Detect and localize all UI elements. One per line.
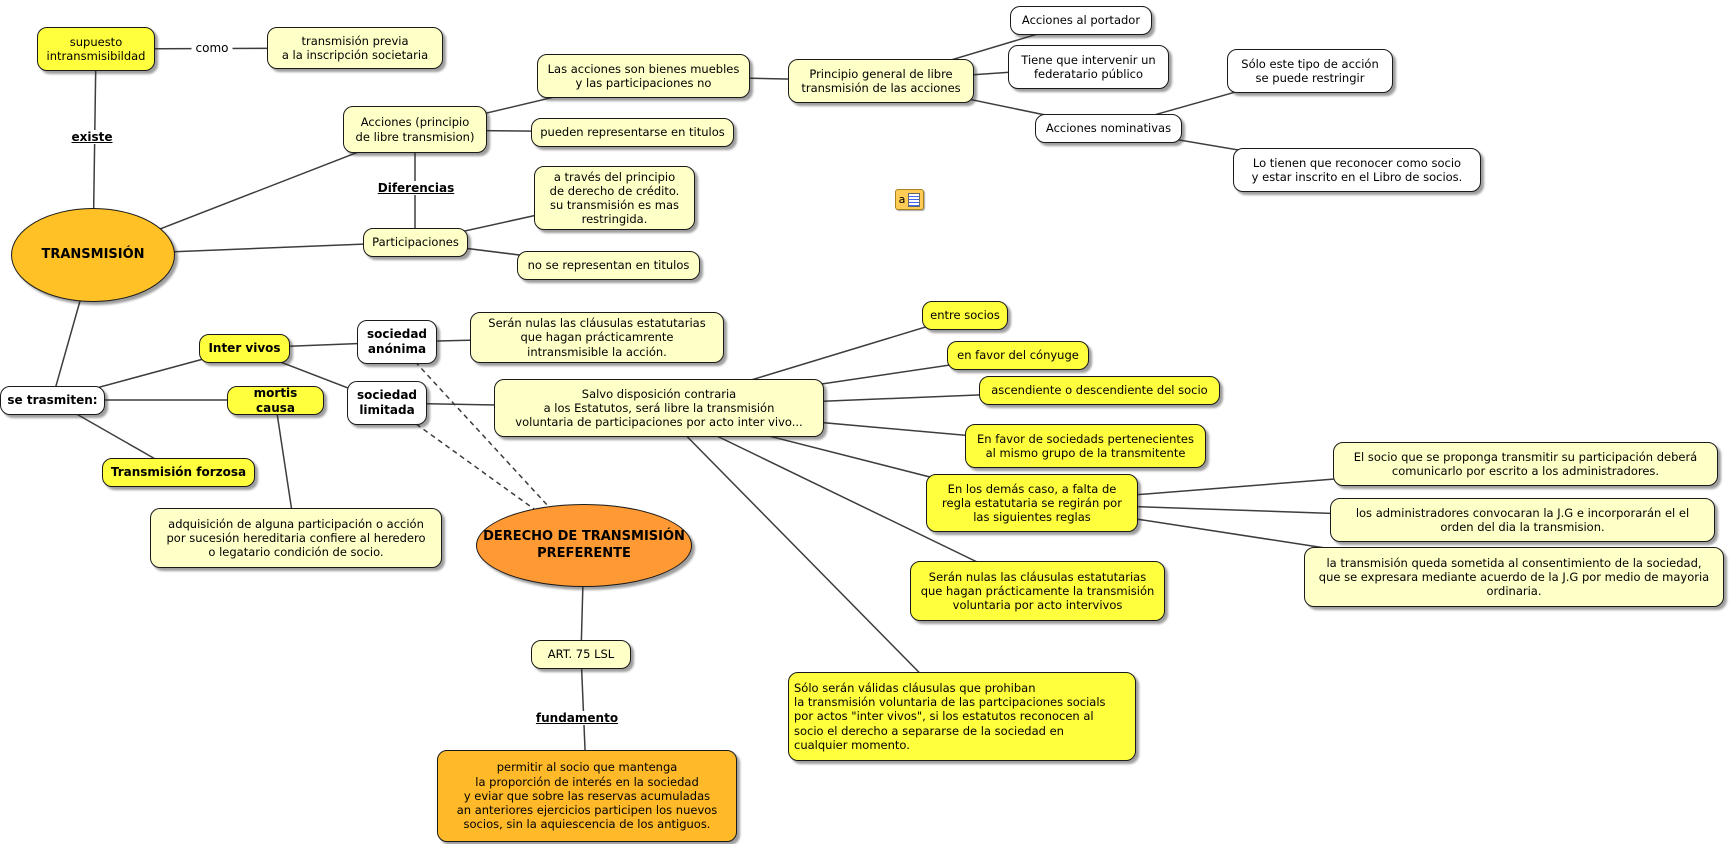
link-label-fundamento[interactable]: fundamento (531, 711, 623, 725)
node-favor-conyuge[interactable]: en favor del cónyuge (947, 341, 1089, 370)
node-se-trasmiten[interactable]: se trasmiten: (0, 386, 105, 415)
node-solo-restringir[interactable]: Sólo este tipo de acción se puede restri… (1227, 49, 1393, 93)
node-inter-vivos[interactable]: Inter vivos (199, 334, 290, 363)
link-label-diferencias[interactable]: Diferencias (373, 181, 459, 195)
node-supuesto-intransmisibilidad[interactable]: supuesto intransmisibildad (37, 27, 155, 71)
node-consentimiento-sociedad[interactable]: la transmisión queda sometida al consent… (1304, 547, 1724, 607)
node-no-titulos[interactable]: no se representan en titulos (517, 251, 700, 280)
document-icon (908, 192, 921, 207)
node-salvo-disposicion[interactable]: Salvo disposición contraria a los Estatu… (494, 379, 824, 437)
node-principio-general[interactable]: Principio general de libre transmisión d… (788, 59, 974, 103)
node-comunicar-administradores[interactable]: El socio que se proponga transmitir su p… (1333, 442, 1718, 486)
node-libro-socios[interactable]: Lo tienen que reconocer como socio y est… (1233, 148, 1481, 192)
node-acciones-nominativas[interactable]: Acciones nominativas (1035, 114, 1182, 143)
node-transmision[interactable]: TRANSMISIÓN (11, 208, 175, 302)
node-demas-casos[interactable]: En los demás caso, a falta de regla esta… (926, 474, 1138, 532)
node-derecho-preferente[interactable]: DERECHO DE TRANSMISIÓN PREFERENTE (476, 504, 692, 587)
node-participaciones[interactable]: Participaciones (363, 228, 468, 257)
connector-line (658, 407, 963, 717)
node-nulas-intervivos[interactable]: Serán nulas las cláusulas estatutarias q… (910, 561, 1165, 621)
node-validas-clausulas[interactable]: Sólo serán válidas cláusulas que prohiba… (788, 672, 1136, 761)
node-derecho-credito[interactable]: a través del principio de derecho de cré… (534, 166, 695, 230)
node-acciones-principio[interactable]: Acciones (principio de libre transmision… (343, 106, 487, 153)
node-ascendiente[interactable]: ascendiente o descendiente del socio (979, 376, 1220, 405)
connector-line (396, 341, 585, 546)
node-transmision-previa[interactable]: transmisión previa a la inscripción soci… (267, 27, 443, 69)
node-art-75[interactable]: ART. 75 LSL (531, 640, 631, 669)
node-mortis-causa[interactable]: mortis causa (227, 386, 324, 415)
link-label-como[interactable]: como (191, 41, 233, 55)
node-sociedad-limitada[interactable]: sociedad limitada (347, 381, 427, 425)
node-transmision-forzosa[interactable]: Transmisión forzosa (102, 458, 255, 487)
node-mismo-grupo[interactable]: En favor de sociedads pertenecientes al … (965, 424, 1206, 468)
connector-line (658, 407, 1038, 592)
node-convocar-jg[interactable]: los administradores convocaran la J.G e … (1330, 498, 1715, 542)
attachment-resource-icon[interactable]: a (895, 189, 924, 210)
node-nulas-intransmisible[interactable]: Serán nulas las cláusulas estatutarias q… (470, 312, 724, 363)
node-sociedad-anonima[interactable]: sociedad anónima (357, 320, 437, 364)
node-entre-socios[interactable]: entre socios (922, 301, 1008, 330)
node-permitir-socio[interactable]: permitir al socio que mantenga la propor… (437, 750, 737, 842)
node-representarse-titulos[interactable]: pueden representarse en titulos (531, 118, 734, 147)
node-fedatario-publico[interactable]: Tiene que intervenir un federatario públ… (1008, 45, 1169, 89)
node-adquisicion-sucesion[interactable]: adquisición de alguna participación o ac… (150, 508, 442, 568)
node-acciones-portador[interactable]: Acciones al portador (1010, 6, 1152, 35)
attachment-letter: a (898, 193, 906, 206)
link-label-existe[interactable]: existe (67, 130, 117, 144)
node-acciones-bienes-muebles[interactable]: Las acciones son bienes muebles y las pa… (537, 54, 750, 98)
